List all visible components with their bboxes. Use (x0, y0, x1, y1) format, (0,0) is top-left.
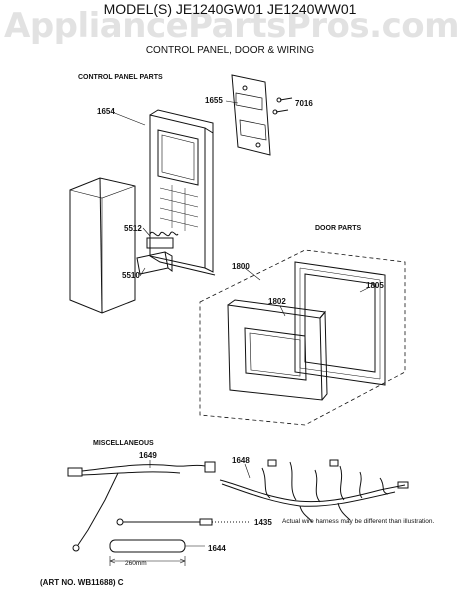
latch-5510[interactable] (136, 251, 173, 275)
section-control-panel-parts: CONTROL PANEL PARTS (78, 74, 163, 81)
callout-1800[interactable]: 1800 (232, 262, 250, 271)
wire-harness-1648[interactable] (219, 459, 409, 523)
page-subtitle: CONTROL PANEL, DOOR & WIRING (145, 45, 315, 56)
spring-5512[interactable] (146, 231, 179, 249)
callout-1435[interactable]: 1435 (254, 518, 272, 527)
callout-5512[interactable]: 5512 (124, 224, 142, 233)
callout-1649[interactable]: 1649 (139, 451, 157, 460)
callout-1648[interactable]: 1648 (232, 456, 250, 465)
dimension-label: 260mm (125, 560, 147, 567)
section-door-parts: DOOR PARTS (315, 225, 362, 232)
art-number: (ART NO. WB11688) C (40, 578, 124, 587)
callout-1802[interactable]: 1802 (268, 297, 286, 306)
door-assembly-outline[interactable] (199, 249, 406, 426)
screw-7016[interactable] (272, 97, 293, 115)
callout-7016[interactable]: 7016 (295, 99, 313, 108)
section-miscellaneous: MISCELLANEOUS (93, 440, 154, 447)
door-choke-1805[interactable] (294, 261, 386, 386)
callout-1805[interactable]: 1805 (366, 281, 384, 290)
harness-note: Actual wire harness may be different tha… (282, 518, 435, 525)
watermark-logo: AppliancePartsPros.com (4, 6, 460, 46)
callout-1644[interactable]: 1644 (208, 544, 226, 553)
dimension-line (109, 556, 186, 566)
wire-harness-1649[interactable] (67, 461, 216, 552)
callout-1655[interactable]: 1655 (205, 96, 223, 105)
control-panel-frame[interactable] (149, 109, 216, 276)
pc-board-1655[interactable] (231, 74, 271, 156)
insulation-tube-1644[interactable] (109, 539, 205, 553)
keypad-membrane[interactable] (69, 177, 136, 314)
ground-wire-1435[interactable] (116, 518, 250, 526)
callout-1654[interactable]: 1654 (97, 107, 115, 116)
door-frame-1802[interactable] (227, 299, 328, 401)
callout-5510[interactable]: 5510 (122, 271, 140, 280)
model-title: MODEL(S) JE1240GW01 JE1240WW01 (103, 1, 357, 17)
